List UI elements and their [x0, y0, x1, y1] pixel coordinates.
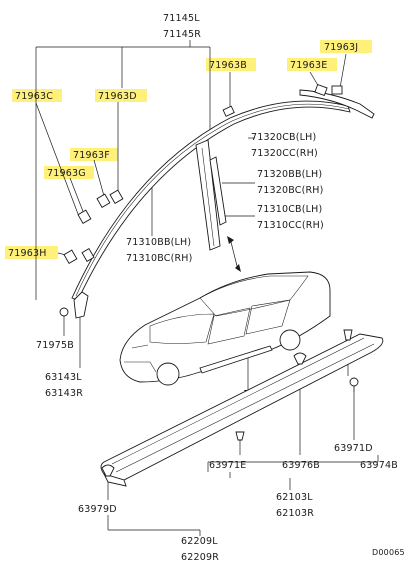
label-63974B: 63974B: [360, 460, 398, 471]
label-71320BB: 71320BB(LH): [257, 169, 322, 180]
pillar-moldings: [195, 139, 227, 251]
quarter-trim: [73, 291, 89, 319]
sill-fasteners: [101, 329, 359, 477]
label-71310CC: 71310CC(RH): [257, 220, 324, 231]
label-71963D: 71963D: [98, 91, 137, 102]
label-71310BB: 71310BB(LH): [126, 237, 191, 248]
highlight-71963G: [44, 166, 94, 179]
car-illustration: [119, 271, 331, 386]
label-71145L: 71145L: [163, 13, 200, 24]
label-71975B: 71975B: [36, 340, 74, 351]
leader-lines: [35, 40, 379, 536]
label-62209R: 62209R: [181, 552, 219, 563]
side-sill: [100, 333, 384, 487]
label-63143L: 63143L: [45, 372, 82, 383]
highlight-71963J: [320, 40, 372, 53]
label-71963G: 71963G: [47, 168, 86, 179]
highlight-71963E: [287, 58, 337, 71]
label-71963B: 71963B: [209, 60, 247, 71]
label-71963F: 71963F: [73, 150, 110, 161]
label-63976B: 63976B: [282, 460, 320, 471]
label-62103R: 62103R: [276, 508, 314, 519]
label-71963H: 71963H: [8, 248, 47, 259]
label-71320CC: 71320CC(RH): [251, 148, 318, 159]
label-71310CB: 71310CB(LH): [257, 204, 322, 215]
label-71145R: 71145R: [163, 29, 201, 40]
label-63971E: 63971E: [209, 460, 246, 471]
highlight-71963C: [12, 89, 62, 102]
highlight-71963F: [70, 148, 118, 161]
highlight-71963B: [206, 58, 256, 71]
label-71310BC: 71310BC(RH): [126, 253, 193, 264]
highlight-71963D: [95, 89, 147, 102]
diagram-id: D00065: [372, 548, 405, 557]
label-62209L: 62209L: [181, 536, 218, 547]
clip-71975B: [59, 307, 69, 317]
label-71963C: 71963C: [15, 91, 53, 102]
label-71963J: 71963J: [324, 42, 358, 53]
label-71320CB: 71320CB(LH): [251, 132, 316, 143]
part-labels: 71145L 71145R 71963J 71963B 71963E 71963…: [8, 13, 405, 563]
label-63971D: 63971D: [334, 443, 373, 454]
label-63979D: 63979D: [78, 504, 117, 515]
label-62103L: 62103L: [276, 492, 313, 503]
highlight-71963H: [5, 246, 58, 259]
label-71963E: 71963E: [290, 60, 327, 71]
label-71320BC: 71320BC(RH): [257, 185, 324, 196]
molding-clips: [63, 83, 343, 264]
label-63143R: 63143R: [45, 388, 83, 399]
